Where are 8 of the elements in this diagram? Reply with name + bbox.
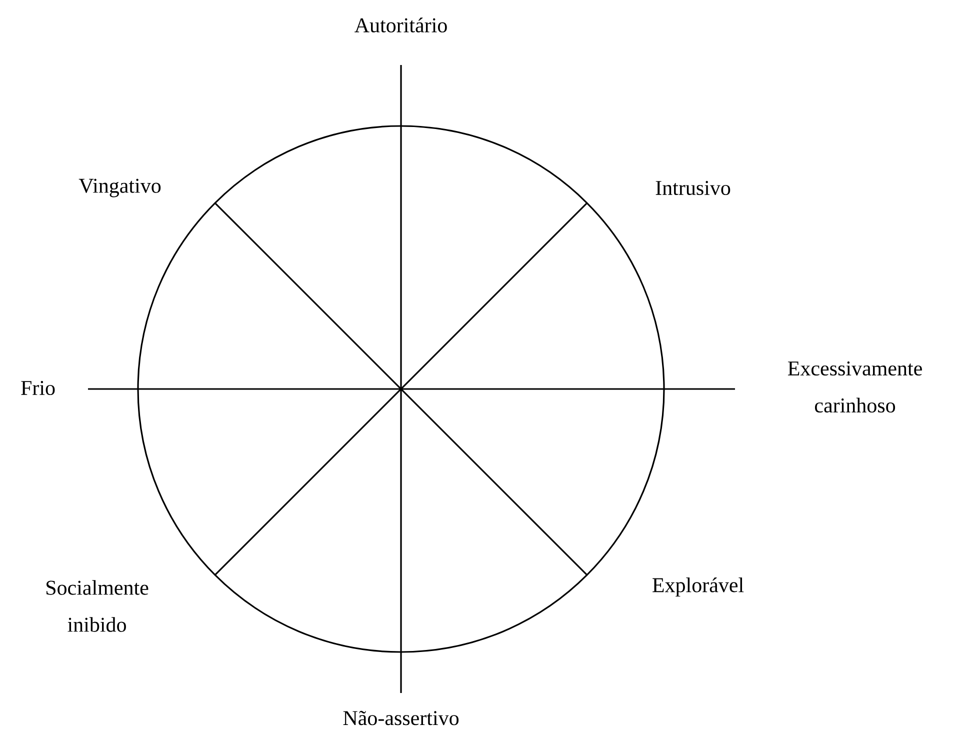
axis-label: Autoritário <box>354 18 447 32</box>
axis-label: Explorável <box>652 577 744 597</box>
axis-label: Frio <box>21 380 55 396</box>
axis-label: Socialmente inibido <box>46 580 148 632</box>
axis-label: Excessivamente carinhoso <box>788 361 922 413</box>
axis-label: Não-assertivo <box>343 710 459 726</box>
axis-label: Intrusivo <box>656 180 730 196</box>
axis-label: Vingativo <box>78 178 161 198</box>
